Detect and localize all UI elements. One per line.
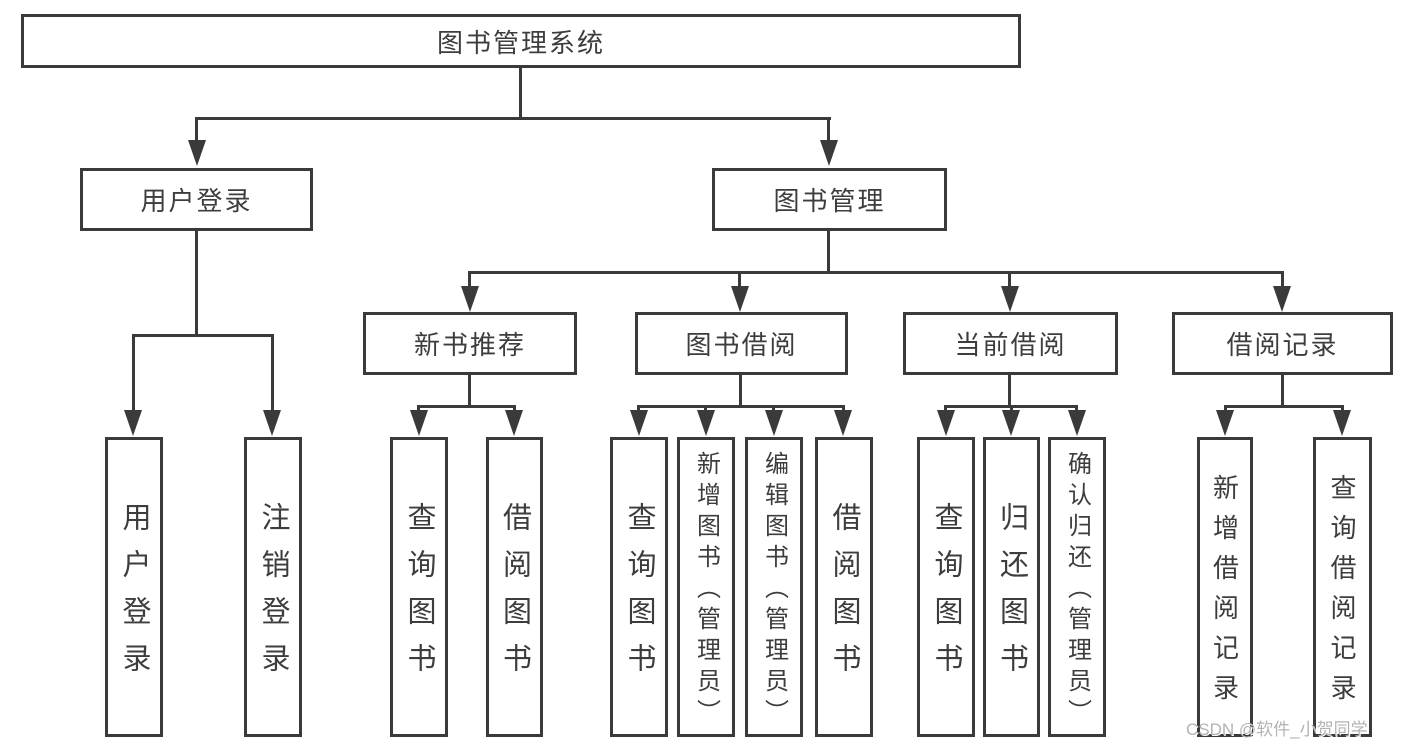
leaf-confirm-return-admin: 确认归还（管理员） [1048, 437, 1106, 737]
connector-login-right [271, 334, 274, 412]
leaf-add-books-admin: 新增图书（管理员） [677, 437, 735, 737]
connector-borrow-stem [739, 375, 742, 408]
leaf-borrow-query-books: 查询图书 [610, 437, 668, 737]
connector-drop [637, 405, 640, 413]
node-book-management-label: 图书管理 [773, 186, 886, 216]
connector-mgmt-stem [827, 231, 830, 274]
node-current-borrowing: 当前借阅 [903, 312, 1118, 375]
leaf-recommend-query-books-label: 查询图书 [403, 502, 435, 690]
connector-drop [704, 405, 707, 413]
leaf-user-login: 用户登录 [105, 437, 163, 737]
connector-drop [1010, 405, 1013, 413]
connector-drop [1224, 405, 1227, 413]
leaf-query-borrow-record-label: 查询借阅记录 [1327, 474, 1357, 714]
connector-drop [513, 405, 516, 413]
arrow-down-icon [505, 410, 523, 436]
connector-login-stem [195, 231, 198, 337]
arrow-down-icon [937, 410, 955, 436]
arrow-down-icon [410, 410, 428, 436]
connector-recommend-bar [417, 405, 516, 408]
node-user-login: 用户登录 [80, 168, 313, 231]
connector-mgmt-drop [738, 271, 741, 289]
connector-drop [1341, 405, 1344, 413]
node-borrowing-records-label: 借阅记录 [1226, 330, 1339, 360]
leaf-current-query-books: 查询图书 [917, 437, 975, 737]
arrow-down-icon [1002, 410, 1020, 436]
node-book-borrowing: 图书借阅 [635, 312, 848, 375]
connector-drop [1075, 405, 1078, 413]
connector-mgmt-drop [1008, 271, 1011, 289]
leaf-logout-label: 注销登录 [257, 502, 289, 690]
leaf-recommend-borrow-books-label: 借阅图书 [498, 502, 531, 690]
node-borrowing-records: 借阅记录 [1172, 312, 1393, 375]
connector-borrow-bar [637, 405, 845, 408]
leaf-query-borrow-record: 查询借阅记录 [1313, 437, 1372, 737]
arrow-down-icon [263, 410, 281, 436]
arrow-down-icon [1216, 410, 1234, 436]
connector-mgmt-drop [468, 271, 471, 289]
node-book-borrowing-label: 图书借阅 [685, 330, 798, 360]
leaf-logout: 注销登录 [244, 437, 302, 737]
leaf-recommend-query-books: 查询图书 [390, 437, 448, 737]
arrow-down-icon [1273, 286, 1291, 312]
arrow-down-icon [1001, 286, 1019, 312]
arrow-down-icon [834, 410, 852, 436]
arrow-down-icon [630, 410, 648, 436]
leaf-edit-books-admin: 编辑图书（管理员） [745, 437, 803, 737]
leaf-recommend-borrow-books: 借阅图书 [486, 437, 543, 737]
connector-drop [944, 405, 947, 413]
connector-root-stem [519, 68, 522, 120]
connector-recommend-stem [468, 375, 471, 408]
node-current-borrowing-label: 当前借阅 [954, 330, 1067, 360]
leaf-return-books-label: 归还图书 [995, 502, 1028, 690]
arrow-down-icon [461, 286, 479, 312]
connector-l1-right [827, 117, 830, 143]
connector-drop [772, 405, 775, 413]
leaf-user-login-label: 用户登录 [118, 502, 150, 690]
arrow-down-icon [697, 410, 715, 436]
connector-drop [842, 405, 845, 413]
connector-record-bar [1224, 405, 1344, 408]
leaf-return-books: 归还图书 [983, 437, 1040, 737]
node-user-login-label: 用户登录 [140, 186, 253, 216]
leaf-borrow-books: 借阅图书 [815, 437, 873, 737]
connector-current-stem [1008, 375, 1011, 408]
arrow-down-icon [1068, 410, 1086, 436]
connector-mgmt-bar [468, 271, 1284, 274]
arrow-down-icon [731, 286, 749, 312]
leaf-add-books-admin-label: 新增图书（管理员） [692, 451, 720, 730]
node-root: 图书管理系统 [21, 14, 1021, 68]
leaf-current-query-books-label: 查询图书 [930, 502, 962, 690]
connector-l1-left [195, 117, 198, 143]
connector-login-bar [132, 334, 274, 337]
arrow-down-icon [1333, 410, 1351, 436]
leaf-add-borrow-record-label: 新增借阅记录 [1209, 474, 1240, 714]
connector-login-left [132, 334, 135, 412]
node-new-book-recommend: 新书推荐 [363, 312, 577, 375]
leaf-borrow-query-books-label: 查询图书 [623, 502, 655, 690]
node-new-book-recommend-label: 新书推荐 [413, 330, 526, 360]
csdn-watermark: CSDN @软件_小贺同学 [1186, 720, 1368, 739]
node-book-management: 图书管理 [712, 168, 947, 231]
connector-mgmt-drop [1281, 271, 1284, 289]
arrow-down-icon [124, 410, 142, 436]
arrow-down-icon [188, 140, 206, 166]
leaf-add-borrow-record: 新增借阅记录 [1197, 437, 1253, 737]
leaf-confirm-return-admin-label: 确认归还（管理员） [1063, 451, 1091, 730]
arrow-down-icon [765, 410, 783, 436]
connector-drop [417, 405, 420, 413]
node-root-label: 图书管理系统 [436, 27, 605, 58]
arrow-down-icon [820, 140, 838, 166]
connector-l1-bar [195, 117, 831, 120]
leaf-edit-books-admin-label: 编辑图书（管理员） [760, 451, 788, 730]
connector-record-stem [1281, 375, 1284, 408]
leaf-borrow-books-label: 借阅图书 [828, 502, 860, 690]
